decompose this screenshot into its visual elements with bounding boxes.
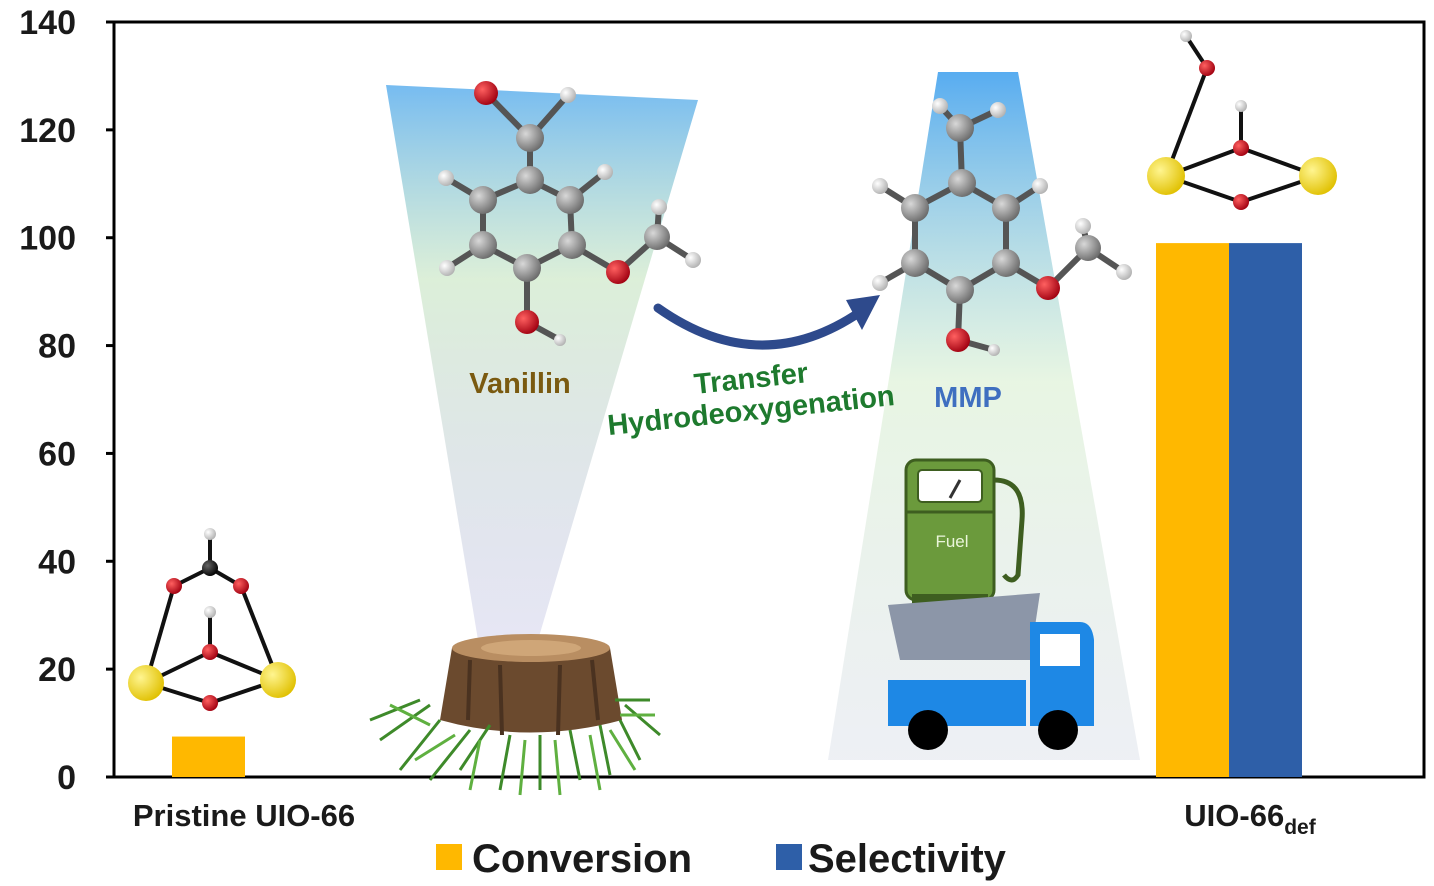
light-beam-left xyxy=(386,85,698,640)
legend-swatch-selectivity xyxy=(776,844,802,870)
fuel-pump-icon: Fuel xyxy=(904,458,1025,604)
y-tick-label: 0 xyxy=(57,759,76,797)
mmp-label: MMP xyxy=(934,382,1002,414)
mmp-molecule-icon xyxy=(872,98,1132,356)
y-tick-label: 20 xyxy=(38,651,76,689)
fuel-label: Fuel xyxy=(935,532,968,551)
pristine-cluster-icon xyxy=(128,528,296,711)
tree-stump-icon xyxy=(369,634,661,796)
y-axis-ticks: 0 20 40 60 80 100 120 140 xyxy=(19,4,114,797)
category-label-pristine: Pristine UIO-66 xyxy=(133,798,355,833)
plot-area-frame xyxy=(112,20,1426,779)
legend-swatch-conversion xyxy=(436,844,462,870)
vanillin-label: Vanillin xyxy=(469,368,571,400)
legend-label-selectivity: Selectivity xyxy=(808,837,1007,881)
bar-conversion-defective xyxy=(1156,243,1229,777)
bar-conversion-pristine xyxy=(172,736,245,777)
legend-label-conversion: Conversion xyxy=(472,837,692,881)
illustration: Vanillin MMP Transfer Hydrodeoxygenation… xyxy=(128,30,1337,796)
y-tick-label: 140 xyxy=(19,4,76,42)
bar-selectivity-defective xyxy=(1229,243,1302,777)
bars-group xyxy=(172,243,1302,777)
y-tick-label: 40 xyxy=(38,543,76,581)
legend: Conversion Selectivity xyxy=(436,837,1007,881)
category-label-defective-subscript: def xyxy=(1284,816,1317,839)
y-tick-label: 120 xyxy=(19,112,76,150)
defective-cluster-icon xyxy=(1147,30,1337,210)
y-tick-label: 60 xyxy=(38,435,76,473)
y-tick-label: 80 xyxy=(38,328,76,366)
reaction-arrow-icon xyxy=(653,295,880,350)
category-label-defective: UIO-66def xyxy=(1184,798,1316,839)
vanillin-molecule-icon xyxy=(438,81,701,346)
y-tick-label: 100 xyxy=(19,220,76,258)
truck-icon xyxy=(888,593,1094,750)
